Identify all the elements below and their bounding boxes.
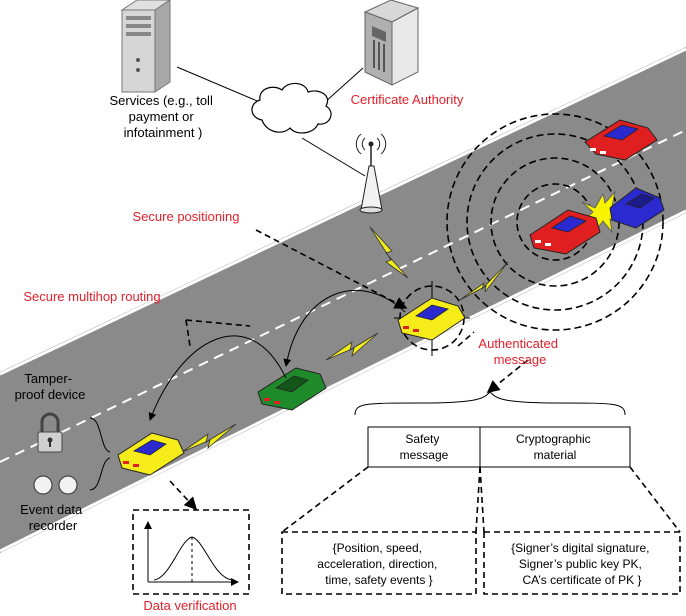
antenna-tower-icon [355,133,387,214]
safety-message-header: Safety message [400,432,449,462]
cloud-icon [251,82,332,134]
crypto-contents-text: {Signer’s digital signature, Signer’s pu… [511,541,653,587]
data-verification-plot [132,509,250,595]
secure-multihop-routing-label: Secure multihop routing [23,289,160,304]
multihop-arcs [148,289,406,421]
message-format-table [367,426,631,468]
lightning-icon [369,226,409,279]
message-brace [354,391,626,416]
car-blue [609,187,665,229]
lightning-icon [459,261,509,301]
car-yellow-center [397,297,466,341]
server-icon [120,0,171,93]
contents-boxes [281,531,681,595]
authenticated-message-label: Authenticated message [478,336,561,367]
lightning-icon [181,423,237,453]
car-red-top [584,119,658,161]
cryptographic-material-header: Cryptographic material [516,432,594,462]
contents-connectors [281,466,681,533]
certificate-authority-building-icon [363,0,420,86]
road [0,47,686,553]
event-data-recorder-label: Event data recorder [20,502,86,533]
safety-contents-text: {Position, speed, acceleration, directio… [317,541,440,587]
certificate-authority-label: Certificate Authority [351,92,464,107]
recorder-icon [33,475,78,495]
device-bracket [89,417,111,491]
car-yellow-left [117,432,185,476]
services-label: Services (e.g., toll payment or infotain… [110,93,217,140]
lane-divider [0,129,686,463]
tamper-proof-device-label: Tamper- proof device [15,371,86,402]
label-pointers [169,229,529,511]
lightning-icon [325,332,379,361]
data-verification-label: Data verification [143,598,236,613]
car-red-crashed [529,209,601,255]
padlock-icon [37,412,63,453]
network-links [176,66,366,177]
secure-positioning-label: Secure positioning [133,209,240,224]
wireless-links [181,226,509,453]
car-green [257,367,327,411]
